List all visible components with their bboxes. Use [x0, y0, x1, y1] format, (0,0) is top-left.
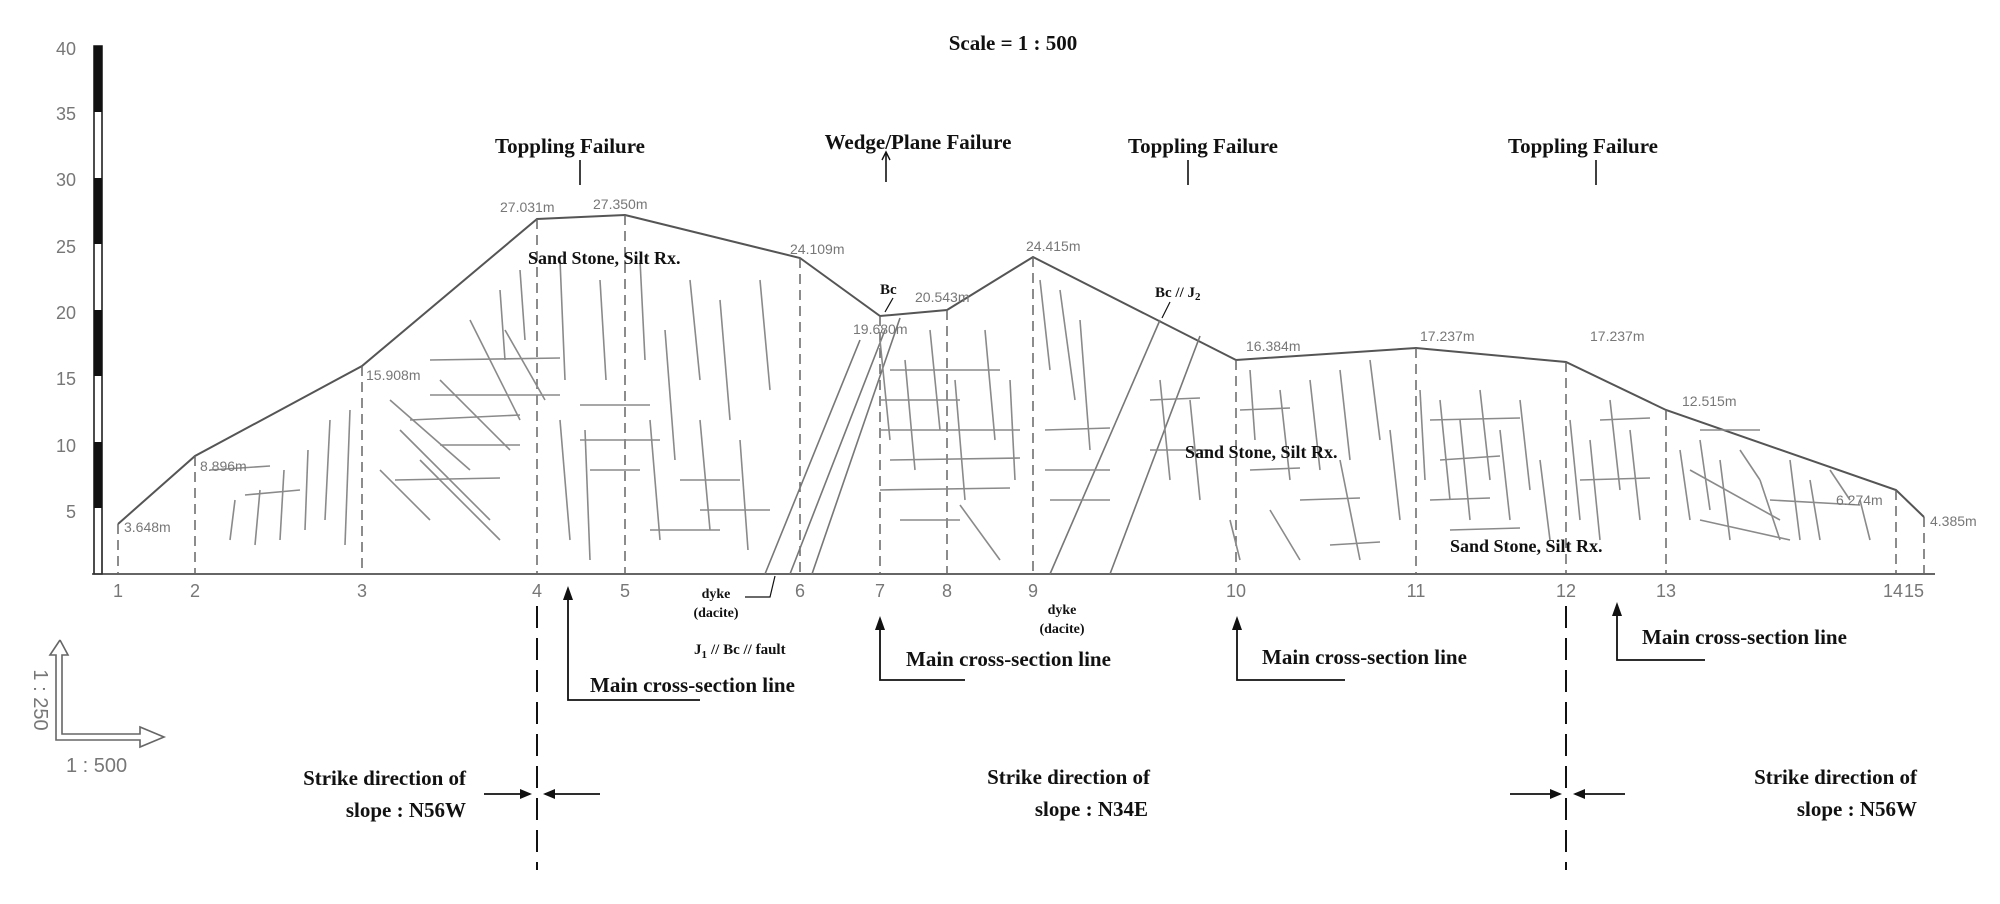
failure-label: Toppling Failure: [495, 134, 645, 158]
cross-section-arrowheads: [563, 586, 1622, 630]
x-tick: 4: [532, 581, 542, 601]
y-tick: 15: [56, 369, 76, 389]
scale-title: Scale = 1 : 500: [949, 31, 1078, 55]
x-tick: 14: [1883, 581, 1903, 601]
x-tick: 3: [357, 581, 367, 601]
elevation-label: 17.237m: [1420, 328, 1474, 344]
elevation-label: 3.648m: [124, 519, 171, 535]
y-axis-labels: 40 35 30 25 20 15 10 5: [56, 39, 76, 522]
elevation-label: 19.680m: [853, 321, 907, 337]
strike-label: slope : N56W: [346, 798, 466, 822]
x-tick: 1: [113, 581, 123, 601]
elevation-label: 27.350m: [593, 196, 647, 212]
elevation-label: 17.237m: [1590, 328, 1644, 344]
elevation-label: 6.274m: [1836, 492, 1883, 508]
strike-boundary-lines: [536, 606, 1567, 870]
strike-label: Strike direction of: [987, 765, 1151, 789]
x-tick: 9: [1028, 581, 1038, 601]
y-tick: 5: [66, 502, 76, 522]
bc-label: Bc: [880, 282, 897, 298]
dacite-label: (dacite): [1039, 622, 1084, 637]
elevation-label: 8.896m: [200, 458, 247, 474]
x-tick: 11: [1407, 581, 1426, 601]
feature-labels: Bc Bc // J2 dyke (dacite) dyke (dacite) …: [693, 282, 1201, 661]
mini-scale-vertical: 1 : 250: [29, 669, 51, 730]
y-tick: 10: [56, 436, 76, 456]
dyke-label: dyke: [702, 587, 731, 602]
cross-section-label: Main cross-section line: [1262, 645, 1467, 669]
strike-arrowheads: [520, 789, 1585, 799]
x-tick: 10: [1226, 581, 1246, 601]
strike-labels: Strike direction of slope : N56W Strike …: [303, 765, 1918, 822]
cross-section-label: Main cross-section line: [1642, 625, 1847, 649]
y-tick: 25: [56, 237, 76, 257]
joint-hatching: [209, 259, 1871, 561]
j1-fault-label: J1// Bc // fault: [694, 642, 786, 661]
station-lines: [117, 215, 1925, 574]
vertical-scale-bar: [93, 45, 103, 575]
cross-section-markers: [567, 590, 1705, 701]
strike-label: Strike direction of: [1754, 765, 1918, 789]
x-tick: 2: [190, 581, 200, 601]
failure-label: Toppling Failure: [1128, 134, 1278, 158]
strike-label: slope : N56W: [1797, 797, 1917, 821]
y-tick: 30: [56, 170, 76, 190]
failure-label: Toppling Failure: [1508, 134, 1658, 158]
mini-scale-horizontal: 1 : 500: [66, 755, 127, 777]
bc-j2-label: Bc // J2: [1155, 285, 1201, 303]
elevation-label: 15.908m: [366, 367, 420, 383]
x-axis-labels: 1 2 3 4 5 6 7 8 9 10 11 12 13 14 15: [113, 581, 1924, 601]
elevation-label: 27.031m: [500, 199, 554, 215]
y-tick: 40: [56, 39, 76, 59]
strike-label: Strike direction of: [303, 766, 467, 790]
cross-section-labels: Main cross-section line Main cross-secti…: [590, 625, 1847, 697]
y-tick: 20: [56, 303, 76, 323]
x-tick: 15: [1904, 581, 1924, 601]
dyke-lines: [764, 317, 1201, 575]
cross-section-label: Main cross-section line: [590, 673, 795, 697]
mini-scale-indicator: 1 : 250 1 : 500: [29, 639, 167, 777]
y-tick: 35: [56, 104, 76, 124]
x-tick: 12: [1556, 581, 1576, 601]
elevation-label: 24.109m: [790, 241, 844, 257]
failure-label: Wedge/Plane Failure: [825, 130, 1012, 154]
elevation-label: 16.384m: [1246, 338, 1300, 354]
strike-label: slope : N34E: [1035, 797, 1148, 821]
rock-label: Sand Stone, Silt Rx.: [1450, 536, 1603, 556]
elevation-label: 12.515m: [1682, 393, 1736, 409]
dyke-label: dyke: [1048, 603, 1077, 618]
rock-labels: Sand Stone, Silt Rx. Sand Stone, Silt Rx…: [528, 248, 1603, 556]
x-tick: 5: [620, 581, 630, 601]
x-tick: 8: [942, 581, 952, 601]
x-tick: 7: [875, 581, 885, 601]
x-tick: 13: [1656, 581, 1676, 601]
elevation-label: 24.415m: [1026, 238, 1080, 254]
elevation-label: 20.543m: [915, 289, 969, 305]
dacite-label: (dacite): [693, 606, 738, 621]
cross-section-label: Main cross-section line: [906, 647, 1111, 671]
elevation-labels: 3.648m 8.896m 15.908m 27.031m 27.350m 24…: [124, 196, 1977, 535]
elevation-label: 4.385m: [1930, 513, 1977, 529]
rock-label: Sand Stone, Silt Rx.: [528, 248, 681, 268]
rock-label: Sand Stone, Silt Rx.: [1185, 442, 1338, 462]
x-tick: 6: [795, 581, 805, 601]
failure-annotations: Toppling Failure Wedge/Plane Failure Top…: [495, 130, 1658, 185]
